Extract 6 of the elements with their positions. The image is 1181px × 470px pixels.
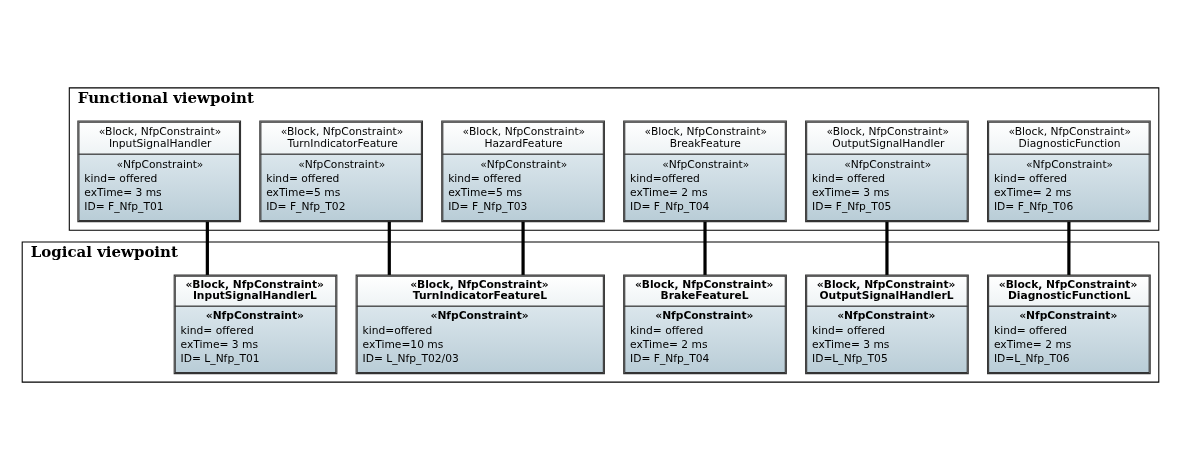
connector bbox=[1067, 221, 1071, 275]
connector bbox=[703, 221, 707, 275]
connector bbox=[885, 221, 889, 275]
connector bbox=[205, 221, 209, 275]
connector bbox=[387, 221, 391, 275]
connector bbox=[521, 221, 525, 275]
